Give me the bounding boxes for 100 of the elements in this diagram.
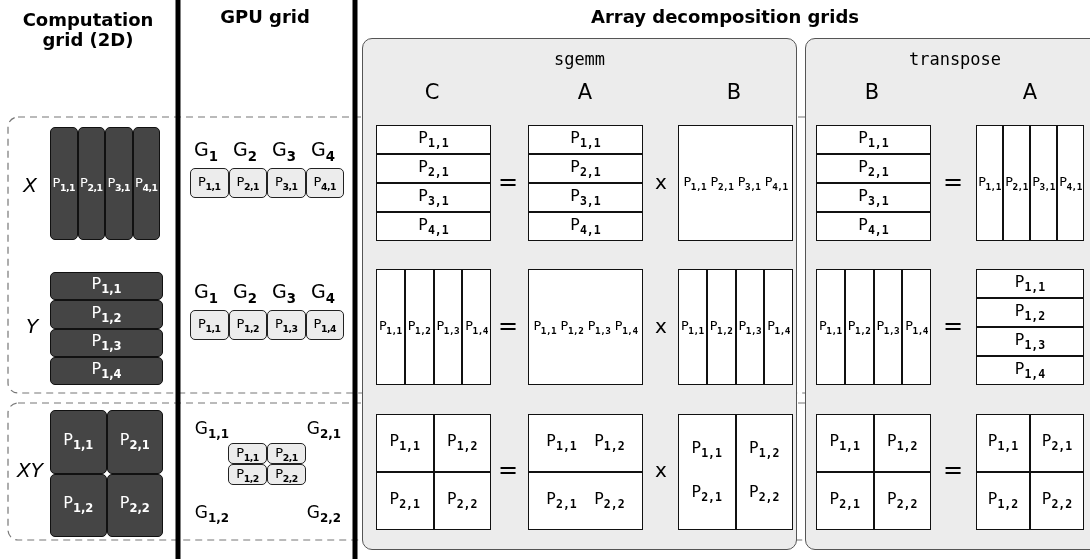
partition-label: P$_{1,3}$ <box>91 332 122 353</box>
partition-block <box>50 272 163 301</box>
matrix-partition <box>816 125 931 154</box>
partition-label: P$_{1,3}$ <box>1014 331 1046 352</box>
matrix-partition <box>735 414 793 530</box>
matrix-label: B <box>864 81 880 105</box>
partition-label: P$_{2,2}$ <box>1041 491 1073 511</box>
partition-label: P$_{4,1}$ <box>1059 175 1082 191</box>
matrix-partition <box>764 269 793 385</box>
partition-block <box>50 410 107 474</box>
matrix-partition <box>735 269 765 385</box>
partition-label: P$_{2,1}$ <box>275 445 298 462</box>
partition-label: P$_{1,1}$ <box>63 431 94 452</box>
matrix-partition <box>376 212 491 241</box>
matrix-partition <box>816 414 874 472</box>
partition-label: P$_{3,1}$ <box>737 175 761 191</box>
partition-label: P$_{1,1}$ <box>829 433 860 453</box>
matrix-partition <box>404 269 434 385</box>
operator-sign: = <box>497 312 519 340</box>
row-label: X <box>23 174 37 196</box>
gpu-block <box>190 310 229 340</box>
partition-label: P$_{1,1}$ <box>1014 273 1046 294</box>
gpu-label: G$_{2}$ <box>233 139 257 165</box>
matrix-partition <box>1030 125 1057 241</box>
matrix-partition <box>376 472 434 530</box>
matrix-partition <box>678 269 707 385</box>
operator-sign: = <box>942 456 964 484</box>
matrix-partition <box>873 269 903 385</box>
matrix-partition <box>816 269 845 385</box>
partition-label: P$_{2,1}$ <box>418 158 449 179</box>
matrix-partition <box>816 212 931 241</box>
partition-label: P$_{2,2}$ <box>594 491 625 511</box>
matrix-partition <box>1003 125 1030 241</box>
partition-block <box>50 127 78 240</box>
partition-label: P$_{1,1}$ <box>819 319 842 335</box>
matrix-partition <box>528 414 643 472</box>
gpu-label: G$_{2,2}$ <box>306 502 342 526</box>
partition-label: P$_{1,3}$ <box>275 317 298 333</box>
partition-label: P$_{4,1}$ <box>858 216 889 237</box>
gpu-block <box>228 168 267 198</box>
matrix-partition <box>816 154 931 183</box>
partition-label: P$_{3,1}$ <box>570 187 601 208</box>
partition-label: P$_{1,4}$ <box>767 319 790 335</box>
gpu-block <box>228 310 267 340</box>
column-header: Computation grid (2D) <box>21 10 155 50</box>
matrix-partition <box>976 298 1084 327</box>
partition-label: P$_{2,2}$ <box>275 466 298 483</box>
matrix-partition <box>528 183 643 212</box>
partition-label: P$_{1,4}$ <box>91 361 122 381</box>
partition-label: P$_{1,1}$ <box>681 319 704 335</box>
partition-label: P$_{3,1}$ <box>275 175 298 191</box>
operator-sign: = <box>942 312 964 340</box>
partition-block <box>106 473 163 537</box>
matrix-partition <box>873 414 931 472</box>
matrix-label: A <box>1022 81 1038 105</box>
partition-label: P$_{1,1}$ <box>389 433 420 453</box>
partition-label: P$_{1,2}$ <box>847 319 871 335</box>
partition-label: P$_{1,4}$ <box>465 319 488 335</box>
gpu-label: G$_{3}$ <box>272 281 296 307</box>
operator-sign: = <box>497 456 519 484</box>
partition-label: P$_{1,3}$ <box>436 319 460 335</box>
gpu-label: G$_{1,2}$ <box>194 502 230 526</box>
gpu-label: G$_{4}$ <box>311 139 335 165</box>
partition-label: P$_{2,1}$ <box>570 158 601 179</box>
partition-block <box>50 473 107 537</box>
gpu-block <box>228 464 267 485</box>
row-label: XY <box>17 459 43 481</box>
matrix-partition <box>706 269 736 385</box>
partition-label: P$_{4,1}$ <box>764 175 788 191</box>
partition-label: P$_{1,2}$ <box>1014 302 1046 323</box>
partition-label: P$_{1,1}$ <box>978 175 1001 191</box>
partition-label: P$_{3,1}$ <box>858 187 889 208</box>
matrix-partition <box>678 125 793 241</box>
partition-label: P$_{1,1}$ <box>198 175 221 191</box>
partition-block <box>105 127 133 240</box>
operator-sign: x <box>655 459 667 481</box>
partition-label: P$_{1,4}$ <box>614 319 638 335</box>
panel-title: sgemm <box>553 51 606 68</box>
matrix-partition <box>976 414 1030 472</box>
matrix-label: B <box>726 81 742 105</box>
partition-label: P$_{1,3}$ <box>738 319 762 335</box>
partition-label: P$_{1,4}$ <box>1014 360 1046 381</box>
matrix-partition <box>816 183 931 212</box>
matrix-partition <box>976 269 1084 298</box>
matrix-label: A <box>577 81 593 105</box>
gpu-label: G$_{1}$ <box>194 281 218 307</box>
partition-label: P$_{3,1}$ <box>1032 175 1055 191</box>
partition-label: P$_{1,3}$ <box>587 319 611 335</box>
partition-label: P$_{1,2}$ <box>236 466 259 483</box>
gpu-label: G$_{2,1}$ <box>306 418 342 442</box>
partition-label: P$_{3,1}$ <box>107 175 130 192</box>
partition-label: P$_{2,1}$ <box>119 431 150 452</box>
gpu-block <box>190 168 229 198</box>
gpu-block <box>228 443 267 464</box>
gpu-label: G$_{3}$ <box>272 139 296 165</box>
matrix-partition <box>528 269 643 385</box>
operator-sign: x <box>655 171 667 193</box>
gpu-block <box>267 168 306 198</box>
gpu-label: G$_{1,1}$ <box>194 418 230 442</box>
column-header: Array decomposition grids <box>590 7 860 27</box>
